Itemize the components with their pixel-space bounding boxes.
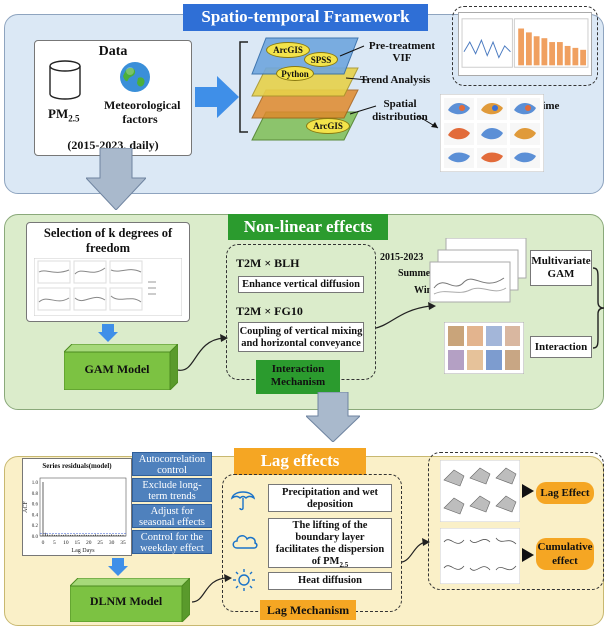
data-title: Data xyxy=(98,44,128,59)
lag-title: Lag effects xyxy=(234,448,366,475)
pm25-label: PM2.5 xyxy=(48,106,80,124)
mech-boundary-layer: The lifting of the boundary layer facili… xyxy=(268,518,392,569)
winter-label: Winter xyxy=(414,285,445,296)
acf-ytick-label: 1.0 xyxy=(32,481,39,486)
lag-results-frame xyxy=(428,452,604,590)
umbrella-icon xyxy=(230,491,256,511)
interaction-to-results-connector xyxy=(375,302,436,329)
trend-thumbnail xyxy=(458,12,592,76)
pair2-label: T2M × FG10 xyxy=(236,304,303,318)
acf-xtick-label: 20 xyxy=(86,540,92,546)
lag-mechanism-label: Lag Mechanism xyxy=(260,600,356,620)
pair1-label: T2M × BLH xyxy=(236,256,300,270)
sun-icon xyxy=(233,569,255,591)
interaction-thumbnails xyxy=(444,322,524,374)
acf-ytick-label: 0.8 xyxy=(32,492,39,497)
pretreatment-label: Pre-treatment VIF xyxy=(368,40,436,64)
arrow-down-gam xyxy=(98,324,118,342)
pair2-desc: Coupling of vertical mixing and horizont… xyxy=(238,322,364,352)
k-selection-thumbnail xyxy=(34,258,182,316)
period-2015-2023: 2015-2023 xyxy=(380,252,424,263)
dlnm-model-box xyxy=(70,578,190,622)
data-period: (2015-2023, daily) xyxy=(67,138,159,152)
mech-heat-diffusion: Heat diffusion xyxy=(268,572,392,590)
acf-title: Series residuals(model) xyxy=(42,462,112,470)
interaction-box: Interaction xyxy=(530,336,592,358)
layer-connectors xyxy=(339,45,439,129)
gray-arrow-2 xyxy=(306,392,360,442)
acf-ytick-label: 0.4 xyxy=(32,513,39,518)
acf-xlabel: Lag Days xyxy=(71,548,95,554)
tag-long-term: Exclude long-term trends xyxy=(132,478,212,502)
gam-model-box xyxy=(64,344,178,390)
globe-icon xyxy=(120,62,150,92)
met-factors-label: Meteorological factors xyxy=(104,98,181,126)
selection-label: Selection of k degrees of freedom xyxy=(43,226,173,255)
arcgis-oval-1: ArcGIS xyxy=(266,42,310,58)
acf-xtick-label: 15 xyxy=(75,540,81,546)
acf-xtick-label: 30 xyxy=(109,540,115,546)
acf-ytick-label: 0.6 xyxy=(32,503,39,508)
gray-arrow-1 xyxy=(86,148,146,210)
acf-ytick-label: 0.2 xyxy=(32,524,39,529)
acf-ytick-label: 0.0 xyxy=(32,535,39,540)
acf-ylabel: ACF xyxy=(23,501,29,513)
bracket-right-2 xyxy=(592,267,605,349)
acf-frame xyxy=(39,477,127,537)
arcgis-oval-2: ArcGIS xyxy=(306,118,350,134)
multivariate-gam-box: Multivariate GAM xyxy=(530,250,592,286)
acf-xtick-label: 10 xyxy=(63,540,69,546)
bracket-1 xyxy=(239,41,248,133)
acf-box xyxy=(22,458,132,556)
arrow-cumulative xyxy=(522,548,534,562)
spatio-temporal-title: Spatio-temporal Framework xyxy=(183,4,428,31)
nonlinear-title: Non-linear effects xyxy=(228,214,388,240)
cloud-icon xyxy=(232,535,258,549)
arrow-right-1 xyxy=(195,76,239,118)
lag-effect-label: Lag Effect xyxy=(536,482,594,504)
spatial-thumbnail xyxy=(440,94,544,172)
trend-analysis-label: Trend Analysis xyxy=(360,74,431,86)
spatial-distribution-label: Spatial distribution xyxy=(372,98,428,123)
acf-xtick-label: 25 xyxy=(97,540,103,546)
mechanism-to-results-connector xyxy=(401,538,430,563)
gam-to-interaction-connector xyxy=(177,334,228,371)
interaction-mechanism-label: Interaction Mechanism xyxy=(256,360,340,394)
lag-effect-thumbnails xyxy=(440,460,520,522)
acf-xtick-label: 5 xyxy=(53,540,56,546)
acf-xtick-label: 0 xyxy=(42,540,45,546)
dlnm-model-label: DLNM Model xyxy=(89,594,163,608)
gam-model-label: GAM Model xyxy=(84,362,150,376)
summer-label: Summer xyxy=(398,268,435,279)
arrow-lag-effect xyxy=(522,484,534,498)
pair1-desc: Enhance vertical diffusion xyxy=(238,276,364,293)
database-icon xyxy=(49,60,81,100)
python-oval: Python xyxy=(276,66,314,81)
trend-thumbnail-frame xyxy=(452,6,598,86)
acf-xtick-label: 35 xyxy=(120,540,126,546)
cumulative-thumbnails xyxy=(440,528,520,584)
spss-oval: SPSS xyxy=(304,52,338,67)
arrow-down-dlnm xyxy=(108,558,128,576)
gam-results-thumbnails xyxy=(429,238,527,303)
